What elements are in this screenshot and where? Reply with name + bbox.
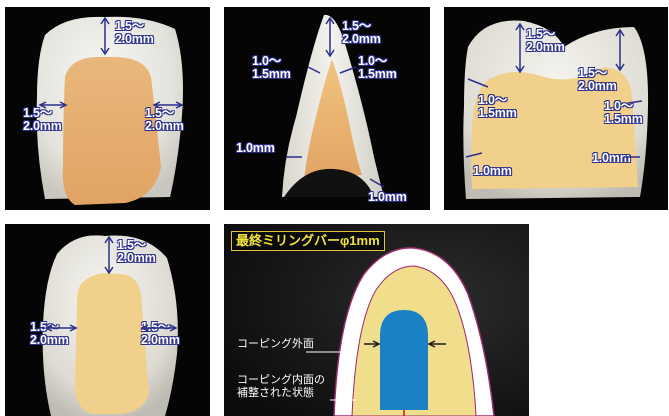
measure-left-mid: 1.0～ 1.5mm xyxy=(478,94,517,120)
panel-molar: 1.5～ 2.0mm 1.5～ 2.0mm 1.0～ 1.5mm 1.0～ 1.… xyxy=(444,7,668,210)
measure-right-low: 1.0mm xyxy=(368,191,407,204)
measure-left: 1.5～ 2.0mm xyxy=(30,321,69,347)
milling-bur-title: 最終ミリングバーφ1mm xyxy=(231,231,385,251)
coping-core xyxy=(75,273,149,414)
measure-left: 1.5～ 2.0mm xyxy=(23,107,62,133)
panel-incisor-front: 1.5～ 2.0mm 1.5～ 2.0mm 1.5～ 2.0mm xyxy=(5,7,210,210)
measure-right: 1.5～ 2.0mm xyxy=(141,321,180,347)
measure-right-low: 1.0mm xyxy=(592,152,631,165)
measure-top: 1.5～ 2.0mm xyxy=(117,239,156,265)
measure-top: 1.5～ 2.0mm xyxy=(526,28,565,54)
milling-bur xyxy=(380,310,428,410)
panel-milling-diagram: 最終ミリングバーφ1mm コーピング外面 コーピング内面の 補整された状態 xyxy=(224,224,529,416)
measure-right-mid: 1.0～ 1.5mm xyxy=(604,100,643,126)
inner-surface-label: コーピング内面の 補整された状態 xyxy=(237,374,325,400)
panel-incisor-side: 1.5～ 2.0mm 1.0～ 1.5mm 1.0～ 1.5mm 1.0mm 1… xyxy=(224,7,430,210)
panel-premolar: 1.5～ 2.0mm 1.5～ 2.0mm 1.5～ 2.0mm xyxy=(5,224,210,416)
measure-left-mid: 1.0～ 1.5mm xyxy=(252,55,291,81)
measure-top: 1.5～ 2.0mm xyxy=(115,20,154,46)
measure-right: 1.5～ 2.0mm xyxy=(145,107,184,133)
measure-left-low: 1.0mm xyxy=(473,165,512,178)
outer-surface-label: コーピング外面 xyxy=(237,338,314,351)
measure-top: 1.5～ 2.0mm xyxy=(342,20,381,46)
measure-right-top: 1.5～ 2.0mm xyxy=(578,67,617,93)
measure-right-mid: 1.0～ 1.5mm xyxy=(358,55,397,81)
incisor-side-illustration xyxy=(224,7,430,210)
measure-left-low: 1.0mm xyxy=(236,142,275,155)
